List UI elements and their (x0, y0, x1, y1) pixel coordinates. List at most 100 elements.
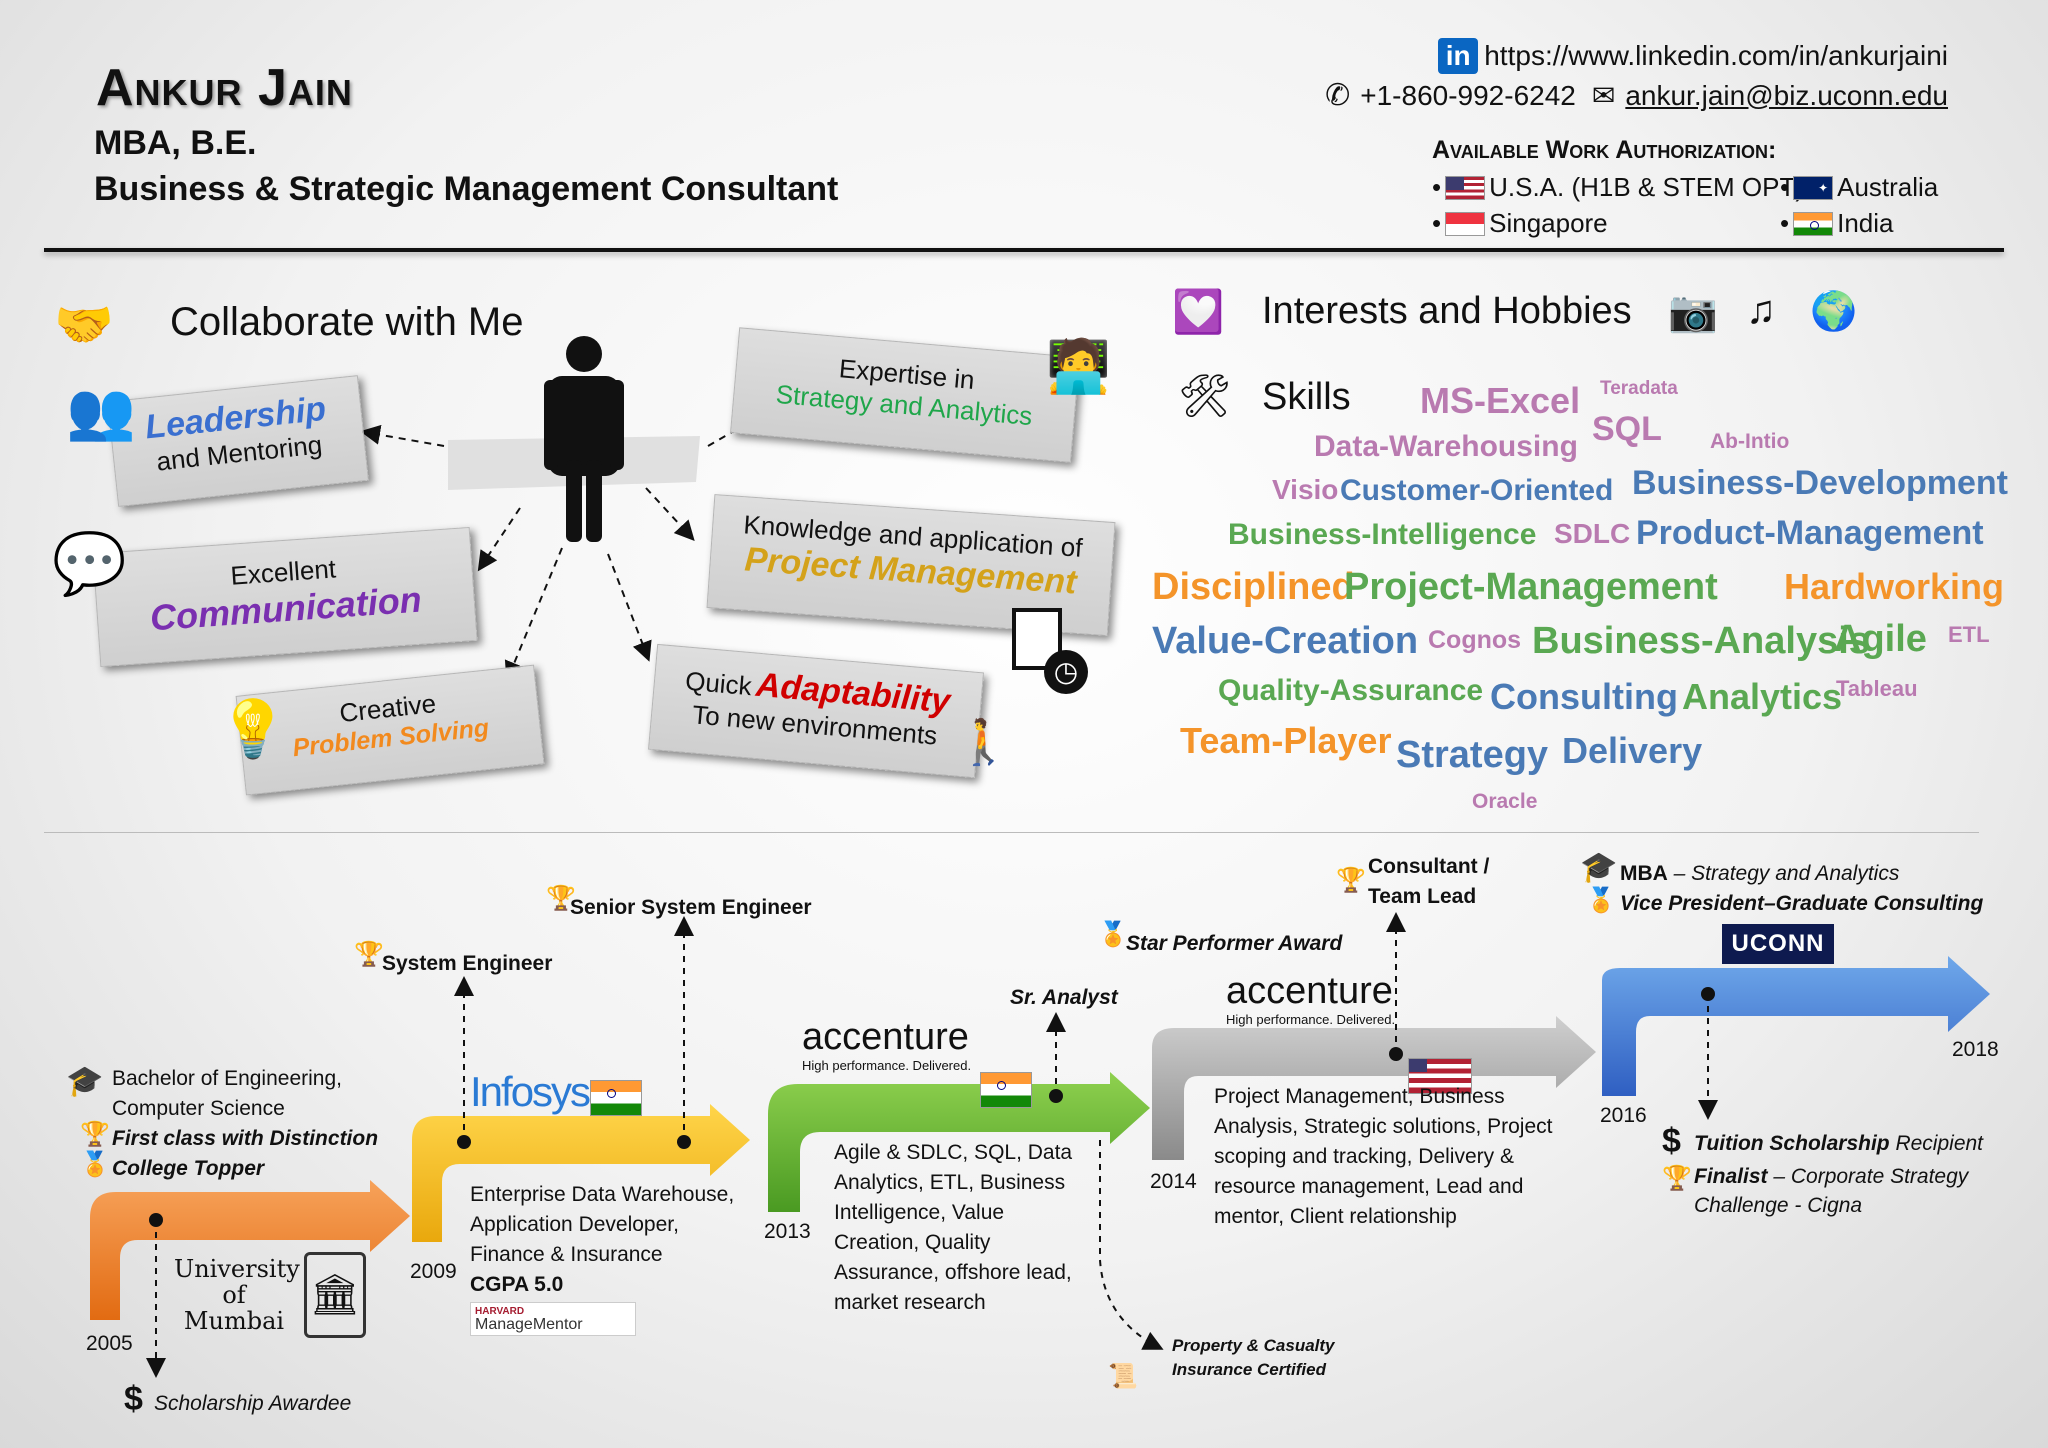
skill-word: Disciplined (1152, 566, 1355, 608)
walker-icon: 🚶 (956, 718, 1011, 767)
university-crest-icon: 🏛 (304, 1252, 366, 1338)
section-divider (44, 832, 1979, 833)
schedule-icon: ◷ (1012, 608, 1088, 694)
career-timeline (90, 912, 1990, 1378)
skill-word: Data-Warehousing (1314, 430, 1578, 463)
skill-word: Consulting (1490, 676, 1678, 717)
scholarship-awardee: Scholarship Awardee (154, 1392, 352, 1415)
person-icon (544, 336, 624, 542)
collaborate-diagram (360, 336, 774, 682)
year-2009: 2009 (410, 1260, 457, 1283)
skill-word: Ab-Intio (1710, 430, 1790, 453)
india-flag-icon (1793, 211, 1834, 236)
accenture-tagline-2: High performance. Delivered. (1226, 1012, 1396, 1027)
sr-analyst-label: Sr. Analyst (1010, 986, 1118, 1009)
graduation-cap-icon-2: 🎓 (1580, 851, 1618, 884)
timeline-step-2016 (1602, 956, 1990, 1096)
accenture-logo: accenture (802, 1016, 969, 1058)
year-2013: 2013 (764, 1220, 811, 1243)
senior-system-engineer-label: Senior System Engineer (570, 896, 812, 919)
contact-row: ✆ +1-860-992-6242 ✉ ankur.jain@biz.uconn… (1325, 78, 1948, 113)
cgpa-label: CGPA 5.0 (470, 1273, 564, 1296)
tools-icon: 🛠 (1178, 372, 1232, 419)
tuition-scholarship: Tuition Scholarship Recipient (1694, 1132, 1984, 1155)
auth-australia-label: Australia (1837, 172, 1939, 202)
timeline-step-2009 (412, 1104, 750, 1242)
skill-word: Analytics (1682, 676, 1843, 717)
mba-line: MBA – Strategy and Analytics (1620, 862, 1900, 885)
property-casualty-certified: Property & Casualty Insurance Certified (1172, 1336, 1335, 1379)
skill-word: Teradata (1600, 378, 1678, 399)
year-2016: 2016 (1600, 1104, 1647, 1127)
work-authorization-title: Available Work Authorization: (1432, 136, 1777, 164)
timeline-step-2005 (90, 1180, 410, 1320)
skill-word: Delivery (1562, 730, 1703, 771)
linkedin-url[interactable]: https://www.linkedin.com/in/ankurjaini (1484, 40, 1948, 71)
linkedin-icon: in (1438, 38, 1479, 74)
certificate-scroll-icon: 📜 (1108, 1363, 1138, 1390)
india-flag-icon (980, 1072, 1032, 1108)
infosys-description: Enterprise Data Warehouse, Application D… (470, 1180, 734, 1300)
auth-usa: • U.S.A. (H1B & STEM OPT) (1432, 172, 1805, 202)
handshake-icon: 🤝 (54, 299, 114, 352)
auth-india-label: India (1837, 208, 1894, 238)
bachelor-degree: Bachelor of Engineering, Computer Scienc… (112, 1064, 378, 1184)
dollar-icon-2: $ (1662, 1122, 1681, 1160)
australia-flag-icon (1793, 175, 1834, 200)
music-icon: ♫ (1746, 288, 1776, 332)
skill-word: Customer-Oriented (1340, 474, 1614, 507)
skill-word: SDLC (1554, 518, 1631, 549)
graduation-cap-icon: 🎓 (66, 1065, 104, 1098)
harvard-managementor-logo: HARVARD ManageMentor (470, 1302, 636, 1336)
auth-usa-label: U.S.A. (H1B & STEM OPT) (1489, 172, 1805, 202)
email-icon: ✉ (1591, 80, 1616, 111)
person-name: Ankur Jain (96, 59, 353, 117)
trophy-icon-consultant: 🏆 (1336, 867, 1366, 894)
skill-word: Product-Management (1636, 514, 1984, 552)
skill-word: Business-Development (1632, 464, 2008, 502)
auth-singapore: • Singapore (1432, 208, 1608, 238)
trophy-icon-senior-engineer: 🏆 (546, 885, 576, 912)
skill-word: Business-Analysis (1532, 620, 1870, 662)
trophy-icon-finalist: 🏆 (1662, 1165, 1692, 1192)
analyst-icon: 🧑‍💻 (1046, 338, 1111, 396)
chat-icon: 💬 (52, 530, 127, 597)
team-icon: 👥 (66, 379, 136, 442)
skills-title: Skills (1262, 376, 1351, 418)
university-of-mumbai-logo: University of Mumbai (174, 1255, 300, 1335)
timeline-step-2013 (768, 1072, 1150, 1212)
email-link[interactable]: ankur.jain@biz.uconn.edu (1625, 79, 1948, 111)
us-flag-icon (1408, 1058, 1472, 1094)
timeline-step-2014 (1152, 1016, 1596, 1160)
collaborate-title: Collaborate with Me (170, 300, 524, 344)
skill-word: Project-Management (1344, 566, 1718, 608)
heart-icon: 💟 (1172, 288, 1225, 335)
year-2018: 2018 (1952, 1038, 1999, 1061)
hobbies-title: Interests and Hobbies (1262, 290, 1632, 332)
skill-word: Strategy (1396, 734, 1549, 776)
camera-icon: 📷 (1668, 290, 1718, 334)
medal-icon: 🏅 (80, 1151, 110, 1178)
star-performer-award: Star Performer Award (1126, 932, 1343, 955)
college-topper-label: College Topper (112, 1157, 265, 1180)
trophy-icon-system-engineer: 🏆 (354, 941, 384, 968)
consultant-description: Project Management, Business Analysis, S… (1214, 1085, 1553, 1228)
skill-word: Oracle (1472, 790, 1538, 813)
skill-word: Quality-Assurance (1218, 674, 1484, 707)
skill-word: Hardworking (1784, 566, 2005, 607)
singapore-flag-icon (1445, 211, 1486, 236)
auth-india: • India (1780, 208, 1894, 238)
year-2005: 2005 (86, 1332, 133, 1355)
skill-word: Value-Creation (1152, 620, 1419, 662)
first-class-label: First class with Distinction (112, 1127, 379, 1150)
infosys-logo: Infosys (470, 1068, 591, 1115)
year-2014: 2014 (1150, 1170, 1197, 1193)
connector-arrows (360, 407, 774, 682)
us-flag-icon (1445, 175, 1486, 200)
linkedin-row: in https://www.linkedin.com/in/ankurjain… (1438, 38, 1948, 74)
dollar-icon: $ (124, 1380, 143, 1418)
lightbulb-icon: 💡 (218, 697, 288, 760)
accenture-logo-2: accenture (1226, 970, 1393, 1012)
degree: MBA, B.E. (94, 124, 257, 162)
